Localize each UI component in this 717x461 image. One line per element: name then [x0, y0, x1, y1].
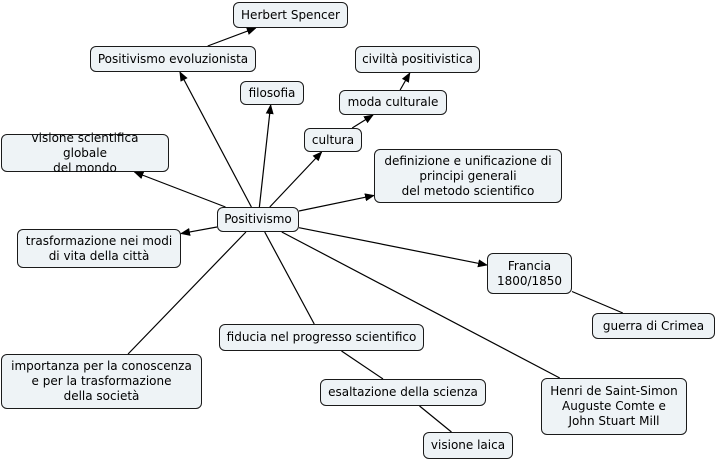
node-moda-culturale[interactable]: moda culturale [339, 90, 447, 115]
node-fiducia-progresso[interactable]: fiducia nel progresso scientifico [219, 324, 424, 351]
edge-positivismo-to-filosofia [258, 104, 274, 208]
node-guerra-di-crimea[interactable]: guerra di Crimea [592, 313, 715, 339]
edge-positivismo-to-cultura [269, 151, 323, 208]
node-francia[interactable]: Francia 1800/1850 [487, 253, 572, 294]
edge-positivismo-to-evoluzionista [179, 71, 252, 208]
node-visione-laica[interactable]: visione laica [423, 432, 513, 459]
node-importanza-conoscenza[interactable]: importanza per la conoscenza e per la tr… [1, 354, 202, 409]
edge-moda-to-civilta [399, 72, 411, 91]
node-visione-scientifica-globale[interactable]: visione scientifica globale del mondo [1, 131, 169, 175]
node-civilta-positivistica[interactable]: civiltà positivistica [355, 46, 480, 73]
node-esaltazione-scienza[interactable]: esaltazione della scienza [320, 379, 486, 406]
edge-positivismo-to-francia [298, 227, 488, 268]
edge-positivismo-to-henri [281, 231, 561, 379]
node-positivismo[interactable]: Positivismo [217, 207, 299, 232]
node-cultura[interactable]: cultura [304, 128, 362, 152]
edge-francia-to-crimea [571, 290, 624, 314]
node-herbert-spencer[interactable]: Herbert Spencer [233, 2, 348, 28]
node-filosofia[interactable]: filosofia [240, 81, 304, 105]
edge-fiducia-to-esaltazione [341, 350, 384, 380]
edge-positivismo-to-visione_globale [133, 171, 226, 208]
edge-evoluzionista-to-herbert [207, 27, 257, 47]
edge-positivismo-to-definizione [298, 193, 375, 212]
edge-cultura-to-moda [351, 114, 374, 129]
edge-positivismo-to-importanza [127, 231, 247, 355]
node-trasformazione-modi-vita[interactable]: trasformazione nei modi di vita della ci… [17, 229, 181, 268]
node-definizione-unificazione[interactable]: definizione e unificazione di principi g… [374, 149, 562, 203]
node-henri-comte-mill[interactable]: Henri de Saint-Simon Auguste Comte e Joh… [541, 378, 687, 435]
node-positivismo-evoluzionista[interactable]: Positivismo evoluzionista [90, 46, 256, 72]
edge-esaltazione-to-laica [419, 405, 452, 433]
edge-positivismo-to-fiducia [264, 231, 315, 325]
edge-positivismo-to-trasformazione [180, 226, 218, 236]
